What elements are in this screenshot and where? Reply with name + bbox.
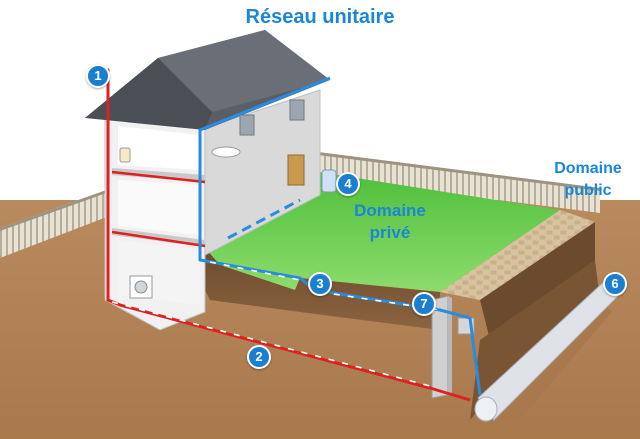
marker-4: 4 (336, 172, 360, 196)
house (85, 30, 337, 331)
marker-6: 6 (603, 272, 627, 296)
marker-2: 2 (247, 345, 271, 369)
private-domain-label-line2: privé (369, 223, 411, 242)
marker-1: 1 (86, 64, 110, 88)
back-fence (318, 152, 600, 213)
public-domain-label: Domaine public (536, 158, 640, 202)
marker-7: 7 (412, 292, 436, 316)
left-fence (0, 188, 112, 258)
inspection-chamber (431, 295, 475, 399)
private-domain-label: Domaine privé (330, 200, 450, 244)
diagram-title: Réseau unitaire (245, 6, 395, 28)
public-domain-label-line1: Domaine (554, 160, 622, 177)
private-domain-label-line1: Domaine (354, 201, 426, 220)
marker-3: 3 (308, 272, 332, 296)
public-domain-label-line2: public (564, 182, 612, 199)
public-paving (440, 210, 595, 340)
